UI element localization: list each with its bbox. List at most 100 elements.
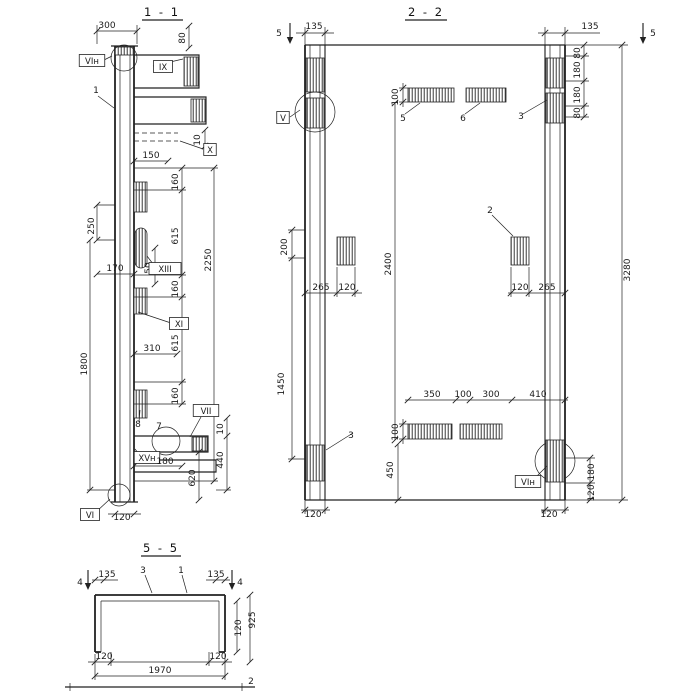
dim-label: 2250 <box>204 248 214 271</box>
dim-label: 4 <box>77 578 83 588</box>
dim-label: 135 <box>207 570 224 580</box>
dim-label: 2 <box>248 677 254 687</box>
dim-label: 160 <box>171 280 181 297</box>
dim-label: 1 <box>93 86 99 96</box>
dim-label: 7 <box>156 422 162 432</box>
dim-label: 10 <box>193 134 203 146</box>
dim-label: 2 <box>487 206 493 216</box>
dim-label: 100 <box>391 423 401 440</box>
cut-line-2 <box>65 683 255 691</box>
dim-label: 5 <box>276 29 282 39</box>
dim-label: 120 <box>113 513 130 523</box>
dim-label: 120 <box>95 652 112 662</box>
detail-marker-label: X <box>207 146 213 156</box>
dim-label: 3280 <box>623 258 633 281</box>
dim-label: 2400 <box>384 252 394 275</box>
detail-marker-box <box>514 475 542 488</box>
dim-label: 1970 <box>149 666 172 676</box>
dim-label: 3 <box>140 566 146 576</box>
detail-marker-box <box>169 317 189 330</box>
dim-label: 160 <box>171 173 181 190</box>
dim-label: 120 <box>234 619 244 636</box>
dim-label: 1 <box>178 566 184 576</box>
dim-lines-2-2 <box>288 27 628 514</box>
detail-marker-box <box>148 262 182 275</box>
dim-label: 350 <box>423 390 440 400</box>
dim-label: 615 <box>171 334 181 351</box>
detail-circle-VIn <box>110 44 138 72</box>
detail-marker-box <box>192 404 220 417</box>
dim-label: 150 <box>142 151 159 161</box>
embedded-plates-1-1 <box>133 181 148 419</box>
dim-label: 300 <box>98 21 115 31</box>
section-view-5-5: 5 - 5 <box>65 541 255 691</box>
detail-marker-label: VII <box>201 407 212 417</box>
cut-markers-5 <box>286 23 647 44</box>
detail-marker-label: XVн <box>138 454 155 464</box>
detail-marker-box <box>133 451 161 464</box>
embedded-plates-2-2 <box>305 57 565 483</box>
dim-label: 1800 <box>80 352 90 375</box>
dim-label: 3 <box>348 431 354 441</box>
dim-label: 180 <box>573 86 583 103</box>
dim-label: 135 <box>305 22 322 32</box>
column-outline-1-1 <box>107 44 138 507</box>
labels-s11: 30080VIнIX1X1015016061516061516022502501… <box>78 21 226 523</box>
dim-label: 180 <box>573 61 583 78</box>
dim-label: 80 <box>573 107 583 119</box>
section-view-2-2: 2 - 2 <box>286 5 647 514</box>
dim-label: 300 <box>482 390 499 400</box>
dim-label: 3 <box>518 112 524 122</box>
detail-marker-label: V <box>280 114 286 124</box>
detail-marker-box <box>153 60 173 73</box>
dim-label: 100 <box>391 88 401 105</box>
channel-profile-5-5 <box>94 594 226 653</box>
leader-lines-2-2 <box>289 99 548 480</box>
detail-marker-label: IX <box>159 63 168 73</box>
dim-label: 120 <box>587 484 597 501</box>
dim-label: 135 <box>581 22 598 32</box>
dim-label: 120 <box>304 510 321 520</box>
detail-marker-label: VIн <box>85 57 99 67</box>
detail-marker-label: VIн <box>521 478 535 488</box>
dim-label: 1450 <box>277 372 287 395</box>
view-title-2-2: 2 - 2 <box>408 5 444 19</box>
dim-label: 120 <box>540 510 557 520</box>
dim-label: 440 <box>216 451 226 468</box>
dim-label: 615 <box>171 227 181 244</box>
dim-label: 265 <box>538 283 555 293</box>
dim-label: 4 <box>237 578 243 588</box>
dim-label: 265 <box>312 283 329 293</box>
dim-label: 120 <box>511 283 528 293</box>
dim-label: 310 <box>143 344 160 354</box>
dim-label: 925 <box>248 611 258 628</box>
view-title-5-5: 5 - 5 <box>143 541 179 555</box>
detail-marker-box <box>80 508 100 521</box>
dim-label: 80 <box>573 47 583 59</box>
dim-label: 620 <box>188 469 198 486</box>
dim-label: 80 <box>178 32 188 44</box>
dim-label: 450 <box>386 461 396 478</box>
dim-label: 5 <box>650 29 656 39</box>
dim-label: 120 <box>209 652 226 662</box>
dim-lines-5-5 <box>88 574 254 680</box>
dim-label: 120 <box>338 283 355 293</box>
dim-label: 6 <box>460 114 466 124</box>
dim-label: 200 <box>280 238 290 255</box>
dim-label: 100 <box>454 390 471 400</box>
dim-label: 10 <box>216 423 226 435</box>
detail-marker-box <box>203 143 217 156</box>
detail-circle-VI <box>107 483 131 507</box>
detail-marker-label: XIII <box>158 265 171 275</box>
consoles-1-1 <box>134 54 217 473</box>
detail-marker-label: XI <box>175 320 183 330</box>
detail-marker-label: VI <box>86 511 94 521</box>
detail-marker-box <box>78 54 106 67</box>
dim-label: 170 <box>106 264 123 274</box>
cut-markers-4 <box>84 570 236 590</box>
dim-label: 180 <box>156 457 173 467</box>
